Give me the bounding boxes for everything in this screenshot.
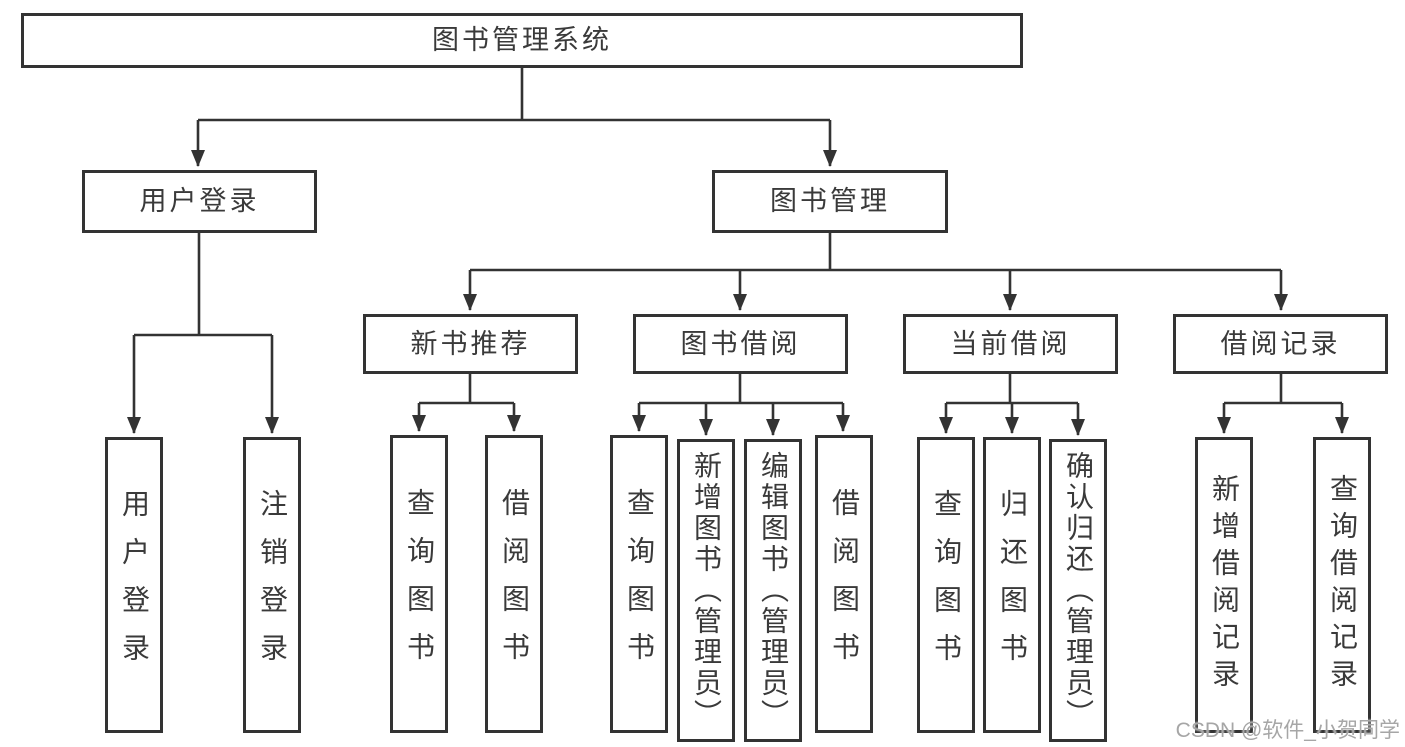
leaf-add-borrow-record: 新增借阅记录 [1195,437,1253,733]
leaf-add-book-admin: 新增图书（管理员） [677,439,735,742]
leaf-edit-book-admin: 编辑图书（管理员） [744,439,802,742]
node-label: 借阅图书 [499,488,530,680]
node-label: 查询借阅记录 [1327,474,1358,696]
leaf-return-book: 归还图书 [983,437,1041,733]
node-borrowing-records: 借阅记录 [1173,314,1388,374]
node-label: 查询图书 [404,488,435,680]
node-user-login: 用户登录 [82,170,317,233]
node-library-management-system: 图书管理系统 [21,13,1023,68]
node-label: 当前借阅 [950,328,1071,359]
node-book-borrowing: 图书借阅 [633,314,848,374]
node-label: 图书管理系统 [432,25,612,56]
node-label: 借阅记录 [1220,328,1341,359]
node-label: 用户登录 [139,186,260,217]
node-label: 新书推荐 [410,328,531,359]
leaf-user-login: 用户登录 [105,437,163,733]
leaf-query-books-recommend: 查询图书 [390,435,448,733]
node-book-management: 图书管理 [712,170,948,233]
leaf-confirm-return-admin: 确认归还（管理员） [1049,439,1107,742]
leaf-borrow-books-2: 借阅图书 [815,435,873,733]
leaf-query-books-borrow: 查询图书 [610,435,668,733]
leaf-borrow-books-recommend: 借阅图书 [485,435,543,733]
leaf-logout: 注销登录 [243,437,301,733]
node-label: 用户登录 [119,489,150,681]
node-current-borrowing: 当前借阅 [903,314,1118,374]
leaf-query-borrow-record: 查询借阅记录 [1313,437,1371,733]
node-label: 新增借阅记录 [1209,474,1240,696]
node-new-book-recommend: 新书推荐 [363,314,578,374]
node-label: 确认归还（管理员） [1063,451,1094,730]
leaf-query-books-current: 查询图书 [917,437,975,733]
node-label: 图书管理 [770,186,890,217]
node-label: 新增图书（管理员） [691,451,722,730]
node-label: 借阅图书 [829,488,860,680]
node-label: 图书借阅 [680,328,801,359]
node-label: 注销登录 [257,489,288,681]
node-label: 归还图书 [997,489,1028,681]
node-label: 查询图书 [624,488,655,680]
node-label: 查询图书 [931,489,962,681]
node-label: 编辑图书（管理员） [758,451,789,730]
watermark: CSDN @软件_小贺同学 [1175,719,1400,742]
